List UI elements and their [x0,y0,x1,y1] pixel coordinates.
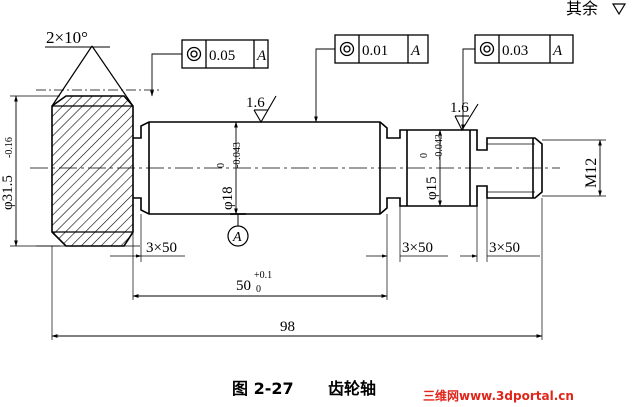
length-50-tol-lower: 0 [256,284,261,295]
undercut-right: 3×50 [460,240,540,258]
right-diameter-dimension: φ15 0 -0.043 [419,129,445,207]
frame-2-datum: A [410,43,421,59]
middle-diameter-dimension: φ18 0 -0.043 [216,121,243,215]
right-diameter-tol-upper: 0 [419,153,430,158]
roughness-right: 1.6 [450,100,479,132]
undercut-right-text: 3×50 [489,240,520,256]
thread-label: M12 [583,158,600,188]
undercut-left-text: 3×50 [146,240,177,256]
middle-diameter-text: φ18 [220,186,236,210]
length-50-dimension: 50 +0.1 0 [132,270,388,298]
shaft-outline [133,121,543,215]
caption-title: 齿轮轴 [328,379,376,398]
left-diameter-text: φ31.5 [0,175,16,210]
general-roughness-note: 其余 [566,0,627,18]
length-50-text: 50 [236,278,251,294]
middle-diameter-tol-upper: 0 [216,163,227,168]
gear-section [36,45,160,247]
figure-caption: 图 2-27 齿轮轴 [232,379,376,398]
left-diameter-dimension: φ31.5 -0.16 [0,95,60,247]
roughness-middle: 1.6 [246,95,277,124]
thread-dimension: M12 [542,139,606,197]
left-diameter-tolerance: -0.16 [4,137,15,158]
watermark: 三维网www.3dportal.cn [423,388,574,403]
total-length-text: 98 [280,319,295,335]
right-diameter-tol-lower: -0.043 [434,134,445,160]
frame-3-datum: A [552,43,563,59]
concentricity-icon [479,41,495,57]
datum-circle-icon [227,225,249,247]
datum-feature-a: A [227,213,249,247]
runout-frame-2: 0.01 A [314,34,429,123]
concentricity-icon [186,46,202,62]
total-length-dimension: 98 [51,319,543,338]
middle-diameter-tol-lower: -0.043 [232,142,243,168]
concentricity-icon [339,41,355,57]
roughness-middle-icon [253,95,277,124]
caption-number: 图 2-27 [232,379,294,398]
frame-1-datum: A [256,48,267,64]
roughness-right-value: 1.6 [450,100,469,116]
right-diameter-text: φ15 [424,176,440,200]
runout-frame-1: 0.05 A [150,39,269,97]
roughness-middle-value: 1.6 [246,95,265,111]
corner-note-text: 其余 [566,0,598,18]
runout-frame-3: 0.03 A [461,34,574,131]
undercut-middle-text: 3×50 [402,240,433,256]
frame-3-value: 0.03 [502,43,528,59]
frame-2-value: 0.01 [362,43,388,59]
length-50-tol-upper: +0.1 [254,270,272,281]
frame-1-value: 0.05 [209,48,235,64]
roughness-symbol-icon [611,3,627,16]
undercut-left: 3×50 [110,240,185,258]
datum-letter: A [232,230,242,245]
undercut-middle: 3×50 [366,240,448,258]
chamfer-note-text: 2×10° [46,28,88,47]
chamfer-note: 2×10° [45,28,110,48]
